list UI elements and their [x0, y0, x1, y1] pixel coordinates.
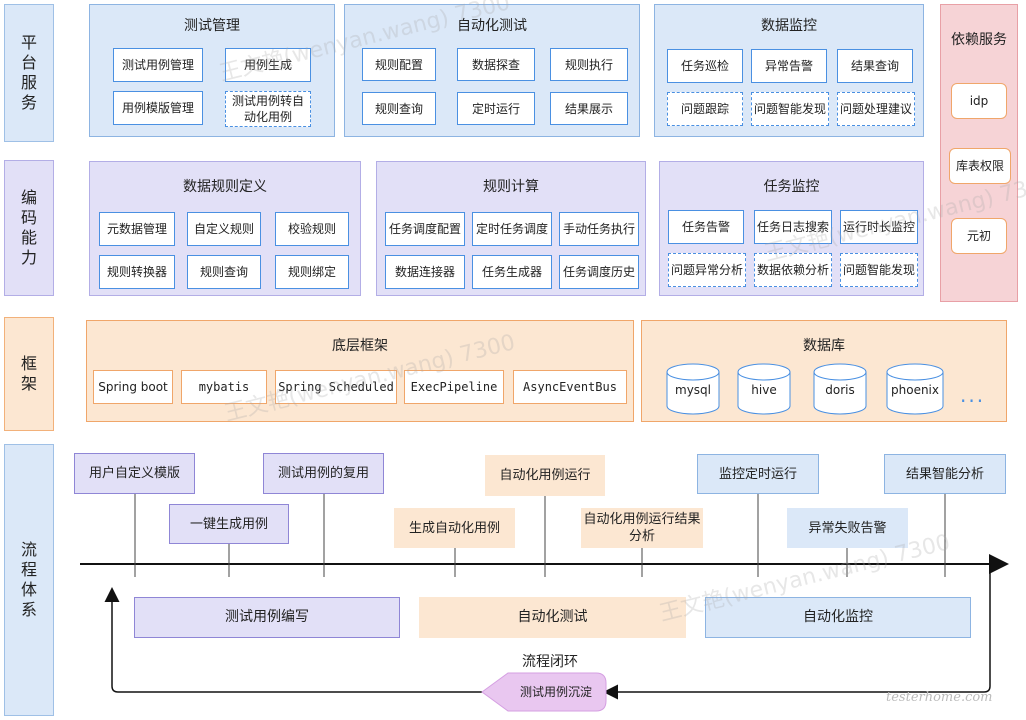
more-databases-ellipsis: ... — [960, 383, 986, 407]
group-title: 数据库 — [803, 338, 845, 354]
row-label-framework-text: 框架 — [20, 354, 37, 393]
module-box: 任务告警 — [668, 210, 744, 244]
loop-label: 流程闭环 — [522, 654, 578, 670]
module-box: 问题处理建议 — [837, 92, 915, 126]
group-rule-calc: 规则计算 任务调度配置 定时任务调度 手动任务执行 数据连接器 任务生成器 任务… — [376, 161, 646, 296]
flow-step-box: 监控定时运行 — [697, 454, 819, 494]
row-label-platform: 平台服务 — [4, 4, 54, 142]
module-box: 数据探查 — [457, 48, 535, 81]
database-cylinder: hive — [737, 363, 791, 415]
row-label-coding: 编码能力 — [4, 160, 54, 296]
module-box: 规则绑定 — [275, 255, 349, 289]
group-data-monitor: 数据监控 任务巡检 异常告警 结果查询 问题跟踪 问题智能发现 问题处理建议 — [654, 4, 924, 137]
database-cylinder: phoenix — [886, 363, 944, 415]
module-box: 校验规则 — [275, 212, 349, 246]
group-title: 数据规则定义 — [183, 179, 267, 195]
database-cylinder: doris — [813, 363, 867, 415]
module-box: 规则执行 — [550, 48, 628, 81]
framework-box: ExecPipeline — [404, 370, 504, 404]
row-label-platform-text: 平台服务 — [20, 33, 37, 112]
dependency-box: 库表权限 — [949, 148, 1011, 184]
module-box: 运行时长监控 — [840, 210, 918, 244]
phase-bar: 自动化测试 — [419, 597, 686, 638]
framework-box: Spring boot — [93, 370, 173, 404]
flow-step-box: 结果智能分析 — [884, 454, 1006, 494]
module-box: 规则转换器 — [99, 255, 175, 289]
group-base-framework: 底层框架 Spring boot mybatis Spring Schedule… — [86, 320, 634, 422]
dependency-box: idp — [951, 83, 1007, 119]
phase-bar: 自动化监控 — [705, 597, 971, 638]
module-box: 用例生成 — [225, 48, 311, 82]
database-label: hive — [751, 383, 777, 397]
group-auto-test: 自动化测试 规则配置 数据探查 规则执行 规则查询 定时运行 结果展示 — [344, 4, 640, 137]
module-box: 用例模版管理 — [113, 91, 203, 125]
module-box: 数据依赖分析 — [754, 253, 832, 287]
group-title: 测试管理 — [184, 18, 240, 34]
flow-step-box: 生成自动化用例 — [394, 508, 515, 548]
database-cylinder: mysql — [666, 363, 720, 415]
module-box: 结果展示 — [550, 92, 628, 125]
module-box: 元数据管理 — [99, 212, 175, 246]
module-box: 结果查询 — [837, 49, 913, 83]
testerhome-logo: testerhome.com — [886, 690, 993, 705]
deposit-label: 测试用例沉淀 — [519, 685, 592, 699]
module-box: 任务日志搜索 — [754, 210, 832, 244]
framework-box: Spring Scheduled — [275, 370, 397, 404]
module-box: 数据连接器 — [385, 255, 465, 289]
module-box: 任务调度配置 — [385, 212, 465, 246]
module-box: 定时任务调度 — [472, 212, 552, 246]
group-title: 自动化测试 — [457, 18, 527, 34]
module-box: 任务巡检 — [667, 49, 743, 83]
flow-step-box: 一键生成用例 — [169, 504, 289, 544]
group-title: 任务监控 — [763, 179, 820, 195]
module-box: 规则查询 — [187, 255, 261, 289]
group-test-management: 测试管理 测试用例管理 用例生成 用例模版管理 测试用例转自动化用例 — [89, 4, 335, 137]
module-box: 任务调度历史 — [559, 255, 639, 289]
module-box: 异常告警 — [751, 49, 827, 83]
module-box: 规则查询 — [362, 92, 436, 125]
row-label-coding-text: 编码能力 — [20, 188, 37, 267]
flow-step-box: 测试用例的复用 — [263, 453, 384, 494]
group-task-monitor: 任务监控 任务告警 任务日志搜索 运行时长监控 问题异常分析 数据依赖分析 问题… — [659, 161, 924, 296]
group-title: 规则计算 — [483, 179, 539, 195]
flow-step-box: 异常失败告警 — [787, 508, 908, 548]
module-box: 问题跟踪 — [667, 92, 743, 126]
group-data-rules: 数据规则定义 元数据管理 自定义规则 校验规则 规则转换器 规则查询 规则绑定 — [89, 161, 361, 296]
flow-step-box: 自动化用例运行结果分析 — [581, 508, 703, 548]
flow-step-box: 自动化用例运行 — [485, 455, 605, 496]
group-dependencies: 依赖服务 idp 库表权限 元初 — [940, 4, 1018, 302]
database-label: phoenix — [891, 383, 939, 397]
framework-box: AsyncEventBus — [513, 370, 627, 404]
module-box: 规则配置 — [362, 48, 436, 81]
module-box: 问题智能发现 — [751, 92, 829, 126]
framework-box: mybatis — [181, 370, 267, 404]
database-label: doris — [825, 383, 855, 397]
database-label: mysql — [675, 383, 711, 397]
module-box: 自定义规则 — [187, 212, 261, 246]
module-box: 测试用例管理 — [113, 48, 203, 82]
module-box: 手动任务执行 — [559, 212, 639, 246]
module-box: 问题智能发现 — [840, 253, 918, 287]
row-label-process: 流程体系 — [4, 444, 54, 716]
row-label-process-text: 流程体系 — [20, 540, 37, 619]
phase-bar: 测试用例编写 — [134, 597, 400, 638]
group-title: 底层框架 — [332, 338, 388, 354]
module-box: 测试用例转自动化用例 — [225, 91, 311, 127]
module-box: 定时运行 — [457, 92, 535, 125]
group-title: 依赖服务 — [951, 32, 1007, 48]
row-label-framework: 框架 — [4, 317, 54, 431]
dependency-box: 元初 — [951, 218, 1007, 254]
module-box: 问题异常分析 — [668, 253, 746, 287]
group-database: 数据库 mysql hive doris phoenix ... — [641, 320, 1007, 422]
flow-step-box: 用户自定义模版 — [74, 453, 195, 494]
group-title: 数据监控 — [761, 18, 817, 34]
module-box: 任务生成器 — [472, 255, 552, 289]
